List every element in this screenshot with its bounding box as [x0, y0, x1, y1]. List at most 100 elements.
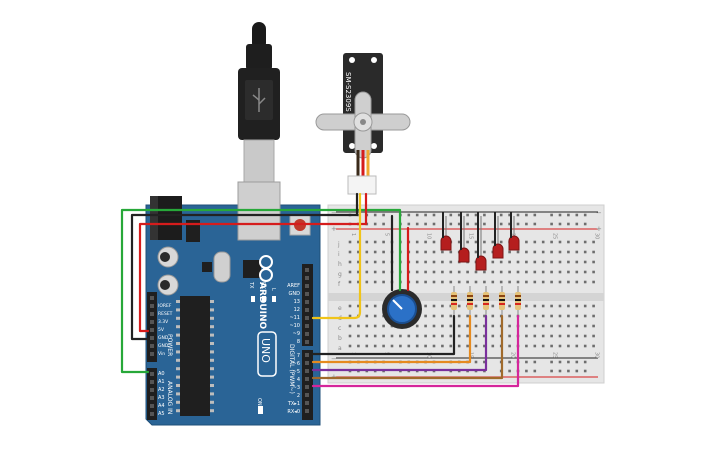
breadboard-hole [357, 240, 360, 244]
ic-leg [176, 358, 180, 362]
breadboard-hole [525, 260, 528, 264]
breadboard-hole [348, 240, 352, 244]
breadboard-hole [415, 250, 419, 254]
pin-a3: A3 [158, 395, 165, 401]
breadboard-hole [373, 304, 377, 308]
rail-hole [382, 222, 385, 226]
rail-hole [432, 222, 436, 226]
header-pin [150, 372, 154, 376]
pin-a5: A5 [158, 411, 165, 417]
breadboard-hole [491, 260, 495, 264]
breadboard-hole [424, 324, 427, 328]
breadboard-hole [424, 314, 427, 318]
rx-led-label: RX [260, 282, 266, 289]
breadboard-hole [575, 250, 579, 254]
breadboard-hole [424, 304, 427, 308]
breadboard: + + − − + − j i h g f e d c b a 11551010… [327, 204, 605, 384]
ic-leg [176, 300, 180, 303]
breadboard-hole [550, 314, 553, 318]
row-letter-a: a [338, 345, 342, 352]
breadboard-hole [441, 280, 444, 284]
breadboard-hole [348, 304, 352, 308]
breadboard-hole [558, 344, 562, 348]
breadboard-hole [508, 344, 511, 348]
model-label: UNO [259, 338, 272, 363]
rail-hole [373, 213, 377, 217]
ic-leg [176, 325, 180, 329]
ic-leg [176, 400, 180, 404]
rail-hole [373, 222, 377, 226]
wire-brown-pin4 [311, 314, 504, 380]
servo-model-label: SM-S2309S [344, 72, 352, 112]
breadboard-hole [483, 270, 486, 274]
breadboard-hole [483, 250, 486, 254]
breadboard-hole [583, 334, 587, 338]
column-number-top: 10 [426, 233, 432, 239]
breadboard-hole [567, 260, 570, 264]
rail-hole [558, 213, 562, 217]
rail-hole [550, 369, 553, 373]
breadboard-hole [432, 324, 436, 328]
breadboard-hole [441, 344, 444, 348]
breadboard-hole [558, 260, 562, 264]
pin-gnd-2: GND [158, 343, 169, 349]
breadboard-hole [382, 260, 385, 264]
breadboard-hole [541, 304, 545, 308]
servo-motor: SM-S2309S [315, 53, 411, 195]
breadboard-hole [373, 240, 377, 244]
breadboard-hole [415, 240, 419, 244]
breadboard-hole [348, 344, 352, 348]
breadboard-hole [357, 280, 360, 284]
breadboard-hole [525, 280, 528, 284]
breadboard-hole [550, 270, 553, 274]
breadboard-hole [407, 344, 411, 348]
breadboard-hole [567, 280, 570, 284]
rail-hole [508, 360, 511, 364]
row-letter-g: g [338, 271, 342, 278]
pin-vin: Vin [158, 351, 165, 357]
ic-leg [210, 375, 214, 379]
l-led-label: L [270, 288, 276, 291]
pin-a4: A4 [158, 403, 165, 409]
breadboard-hole [348, 250, 352, 254]
led-5 [508, 216, 520, 251]
breadboard-hole [474, 250, 478, 254]
pin-a1: A1 [158, 379, 165, 385]
breadboard-hole [525, 270, 528, 274]
breadboard-hole [541, 324, 545, 328]
breadboard-hole [365, 324, 369, 328]
breadboard-hole [441, 314, 444, 318]
rail-hole [567, 222, 570, 226]
breadboard-hole [457, 280, 461, 284]
rail-hole [499, 222, 503, 226]
breadboard-hole [567, 240, 570, 244]
header-pin [150, 312, 154, 316]
breadboard-hole [457, 270, 461, 274]
breadboard-hole [373, 344, 377, 348]
breadboard-hole [382, 344, 385, 348]
breadboard-hole [441, 260, 444, 264]
pin-5: ~5 [293, 369, 300, 375]
rail-hole [466, 222, 469, 226]
breadboard-hole [533, 314, 537, 318]
rail-hole [583, 213, 587, 217]
breadboard-hole [365, 250, 369, 254]
column-number-bottom: 30 [594, 352, 600, 358]
analog-header-label: ANALOG IN [166, 381, 173, 414]
breadboard-hole [575, 270, 579, 274]
breadboard-hole [558, 314, 562, 318]
breadboard-hole [575, 334, 579, 338]
breadboard-hole [432, 250, 436, 254]
rail-hole [466, 213, 469, 217]
breadboard-hole [432, 270, 436, 274]
rail-hole [474, 222, 478, 226]
breadboard-hole [575, 280, 579, 284]
breadboard-hole [441, 324, 444, 328]
header-pin [305, 369, 309, 373]
rail-hole [583, 222, 587, 226]
breadboard-hole [432, 240, 436, 244]
header-pin [150, 296, 154, 300]
breadboard-hole [575, 304, 579, 308]
breadboard-hole [474, 344, 478, 348]
header-pin [305, 393, 309, 397]
